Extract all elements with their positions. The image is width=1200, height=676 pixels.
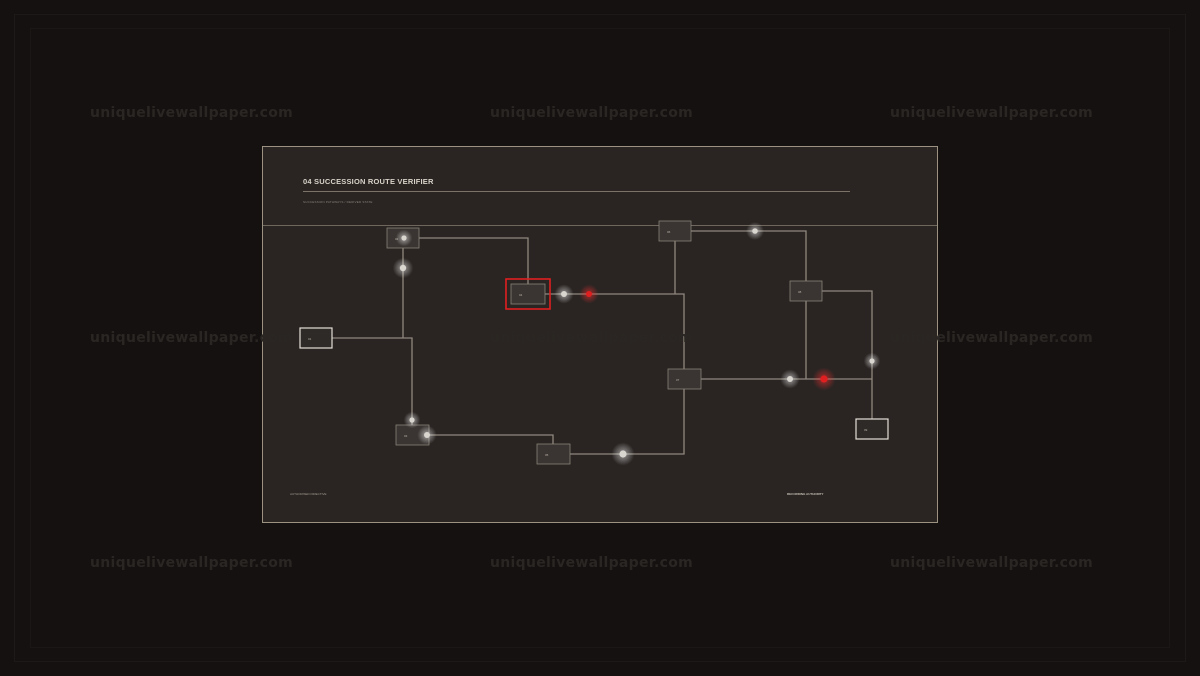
- marker-white-m04: [417, 425, 437, 445]
- marker-white-m01: [395, 229, 413, 247]
- route-verifier-panel: 04 SUCCESSION ROUTE VERIFIER SUCCESSION …: [262, 146, 938, 523]
- marker-white-m11: [863, 352, 881, 370]
- marker-dot: [586, 291, 592, 297]
- node-09[interactable]: 09: [855, 418, 889, 440]
- node-06[interactable]: 06: [658, 220, 692, 242]
- node-box: [536, 443, 571, 465]
- watermark-text: uniquelivewallpaper.com: [890, 555, 1094, 571]
- watermark-text: uniquelivewallpaper.com: [90, 555, 294, 571]
- edge-e06: [570, 389, 685, 455]
- marker-white-m03: [403, 411, 421, 429]
- edge-e01: [332, 337, 413, 425]
- edge-e03: [419, 237, 529, 284]
- node-label: 06: [667, 230, 671, 234]
- footer-right-label: RECORDING AUTHORITY: [787, 492, 824, 496]
- watermark-text: uniquelivewallpaper.com: [90, 105, 294, 121]
- inner-frame: [30, 28, 1170, 648]
- header-divider: [263, 225, 937, 226]
- node-label: 01: [308, 337, 312, 341]
- marker-white-m02: [392, 257, 414, 279]
- node-08[interactable]: 08: [789, 280, 823, 302]
- watermark-text: uniquelivewallpaper.com: [490, 555, 694, 571]
- node-05[interactable]: 05: [536, 443, 571, 465]
- watermark-text: uniquelivewallpaper.com: [490, 330, 694, 346]
- marker-dot: [409, 417, 415, 423]
- marker-dot: [787, 376, 793, 382]
- title-rule: [303, 191, 850, 192]
- markers-layer: [392, 222, 881, 466]
- node-label: 08: [798, 290, 802, 294]
- nodes-layer: 010203040506070809: [299, 220, 889, 465]
- node-07[interactable]: 07: [667, 368, 702, 390]
- marker-red-m10: [812, 367, 836, 391]
- marker-dot: [752, 228, 758, 234]
- node-box: [789, 280, 823, 302]
- node-01[interactable]: 01: [299, 327, 333, 349]
- marker-dot: [401, 235, 407, 241]
- node-box: [667, 368, 702, 390]
- outer-frame: [14, 14, 1186, 662]
- node-label: 07: [676, 378, 680, 382]
- marker-dot: [424, 432, 430, 438]
- marker-dot: [399, 264, 407, 272]
- node-box: [855, 418, 889, 440]
- marker-white-m07: [611, 442, 635, 466]
- marker-red-m06: [579, 284, 599, 304]
- watermark-text: uniquelivewallpaper.com: [890, 105, 1094, 121]
- panel-title: 04 SUCCESSION ROUTE VERIFIER: [303, 177, 434, 186]
- marker-white-m09: [780, 369, 800, 389]
- node-label: 05: [545, 453, 549, 457]
- node-label: 04: [519, 293, 523, 297]
- node-label: 09: [864, 428, 868, 432]
- marker-dot: [619, 450, 627, 458]
- watermark-text: uniquelivewallpaper.com: [90, 330, 294, 346]
- marker-white-m05: [554, 284, 574, 304]
- marker-white-m08: [746, 222, 764, 240]
- footer-left-label: AUTHORISED DIRECTIVE: [290, 492, 327, 496]
- watermark-text: uniquelivewallpaper.com: [490, 105, 694, 121]
- marker-dot: [561, 291, 567, 297]
- selection-frame: [505, 278, 551, 310]
- node-label: 03: [404, 434, 408, 438]
- node-box: [658, 220, 692, 242]
- marker-dot: [820, 375, 828, 383]
- node-04[interactable]: 04: [510, 283, 546, 305]
- watermark-text: uniquelivewallpaper.com: [890, 330, 1094, 346]
- node-box: [299, 327, 333, 349]
- edge-e05: [429, 434, 554, 444]
- panel-subtitle: SUCCESSION PATHWAYS / DERIVED STATE: [303, 200, 373, 204]
- node-box: [510, 283, 546, 305]
- edge-e11: [822, 290, 873, 419]
- edge-e08: [691, 230, 807, 281]
- marker-dot: [869, 358, 875, 364]
